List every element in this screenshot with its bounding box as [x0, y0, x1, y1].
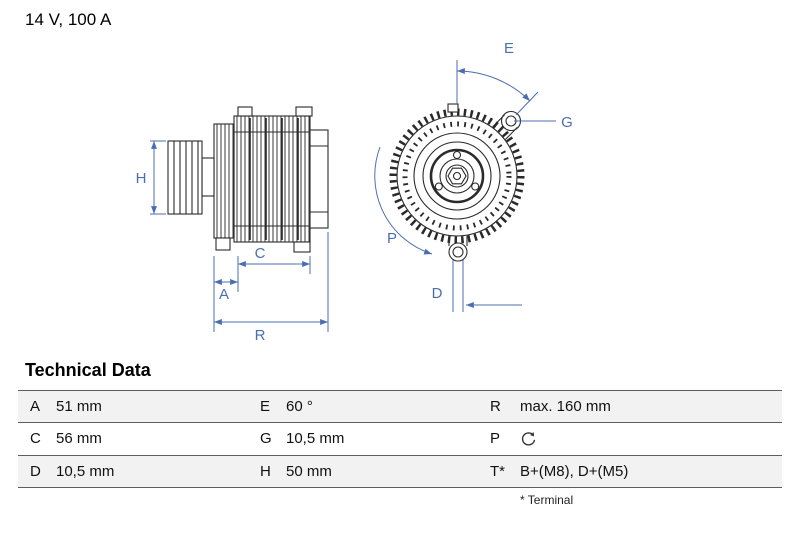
alternator-side-view [167, 106, 329, 253]
table-value-cell: B+(M8), D+(M5) [514, 454, 782, 488]
technical-drawing: H A C R [136, 40, 573, 344]
technical-data-table: A 51 mm E 60 ° R max. 160 mm C 56 mm G 1… [18, 390, 782, 488]
table-value-cell: 60 ° [280, 390, 478, 423]
table-value-cell: 51 mm [50, 390, 248, 423]
technical-data-title: Technical Data [25, 360, 151, 380]
table-key-cell: T* [478, 454, 514, 488]
dim-label-p: P [387, 230, 397, 247]
table-value-cell: 50 mm [280, 454, 478, 488]
dim-H [150, 140, 166, 215]
dim-label-h: H [136, 170, 147, 187]
table-key-cell: D [18, 454, 50, 488]
alternator-drawing-svg: H A C R [136, 40, 573, 344]
pulley [167, 140, 203, 215]
dim-label-g: G [561, 114, 573, 131]
terminal-footnote: * Terminal [520, 492, 574, 507]
page-title: 14 V, 100 A [25, 10, 112, 29]
table-key-cell: E [248, 390, 280, 423]
dim-label-e: E [504, 40, 514, 57]
rotation-direction-icon [521, 431, 536, 446]
dim-P-arc [374, 146, 433, 255]
dim-label-c: C [255, 245, 266, 262]
table-value-cell: 10,5 mm [280, 422, 478, 456]
table-key-cell: G [248, 422, 280, 456]
table-key-cell: R [478, 390, 514, 423]
table-value-cell: max. 160 mm [514, 390, 782, 423]
table-row: D 10,5 mm H 50 mm T* B+(M8), D+(M5) [18, 454, 782, 488]
shaft-nut [447, 167, 467, 185]
table-key-cell: H [248, 454, 280, 488]
dim-label-d: D [432, 285, 443, 302]
side-view-dimensions [150, 140, 329, 332]
technical-data-section: Technical Data A 51 mm E 60 ° R max. 160… [0, 360, 800, 507]
dim-label-r: R [255, 327, 266, 344]
table-value-cell: 56 mm [50, 422, 248, 456]
table-key-cell: A [18, 390, 50, 423]
dim-label-a: A [219, 286, 229, 303]
front-view-dimensions [374, 60, 556, 312]
dim-E-arc [456, 68, 531, 102]
alternator-front-view [389, 103, 525, 262]
table-value-cell [514, 422, 782, 456]
bottom-mounting-lug [448, 236, 468, 262]
table-row: A 51 mm E 60 ° R max. 160 mm [18, 390, 782, 423]
table-value-cell: 10,5 mm [50, 454, 248, 488]
table-row: C 56 mm G 10,5 mm P [18, 422, 782, 456]
table-key-cell: C [18, 422, 50, 456]
table-key-cell: P [478, 422, 514, 456]
